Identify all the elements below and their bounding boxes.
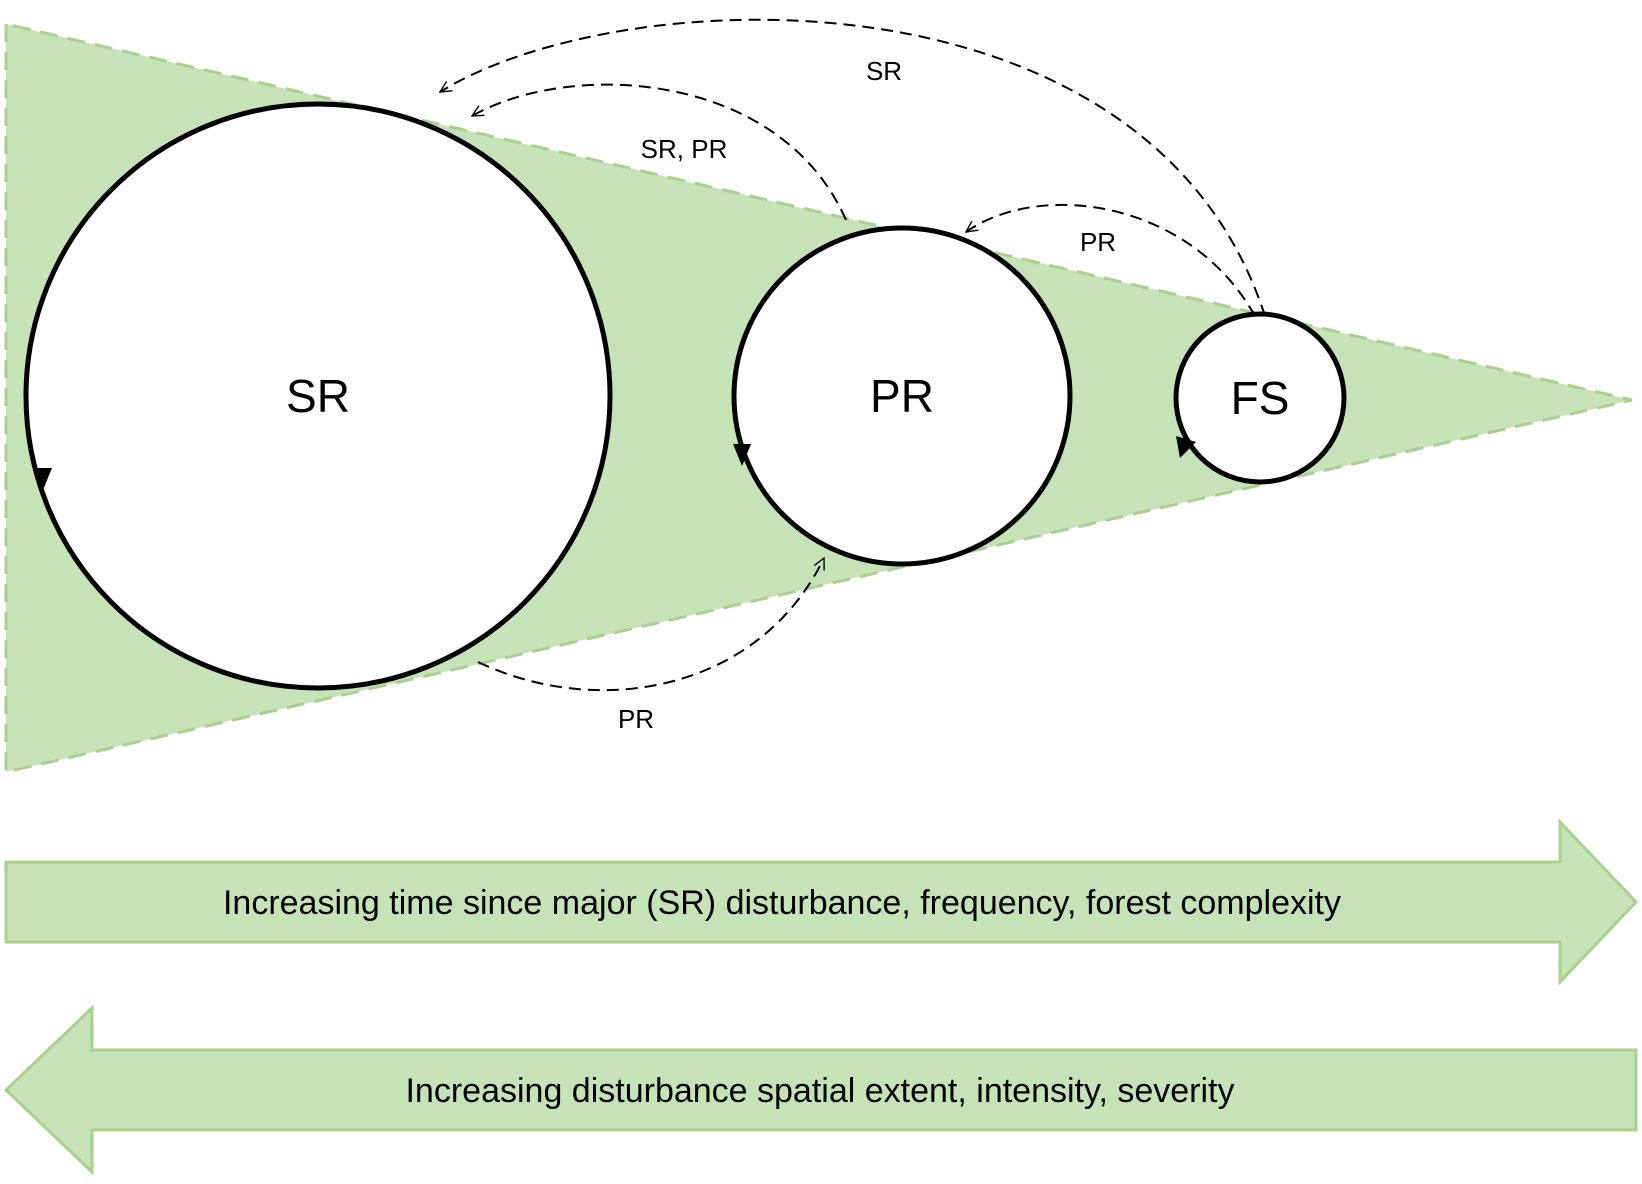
pr-label: PR: [870, 370, 934, 422]
extent-arrow: Increasing disturbance spatial extent, i…: [3, 1004, 1638, 1176]
sr-node: SR: [23, 101, 613, 691]
edge-pr-to-sr-label: SR, PR: [641, 134, 728, 164]
time-arrow: Increasing time since major (SR) disturb…: [4, 818, 1639, 986]
extent-arrow-label: Increasing disturbance spatial extent, i…: [405, 1072, 1234, 1110]
time-arrow-label: Increasing time since major (SR) disturb…: [223, 884, 1341, 922]
edge-fs-to-pr-label: PR: [1080, 227, 1116, 257]
fs-cycle-arrowhead: [1176, 436, 1196, 458]
sr-cycle-arrowhead: [34, 468, 52, 490]
edge-fs-to-sr: [440, 18, 1266, 317]
edge-sr-to-pr-label: PR: [618, 704, 654, 734]
edge-fs-to-sr-label: SR: [866, 56, 902, 86]
fs-label: FS: [1231, 372, 1290, 424]
edge-fs-to-pr: [966, 203, 1256, 317]
edge-pr-to-sr: [472, 83, 847, 221]
edge-sr-to-pr: [477, 558, 825, 692]
pr-cycle-arrowhead: [733, 444, 751, 466]
sr-label: SR: [286, 370, 350, 422]
fs-node: FS: [1173, 311, 1347, 485]
pr-node: PR: [731, 225, 1073, 567]
